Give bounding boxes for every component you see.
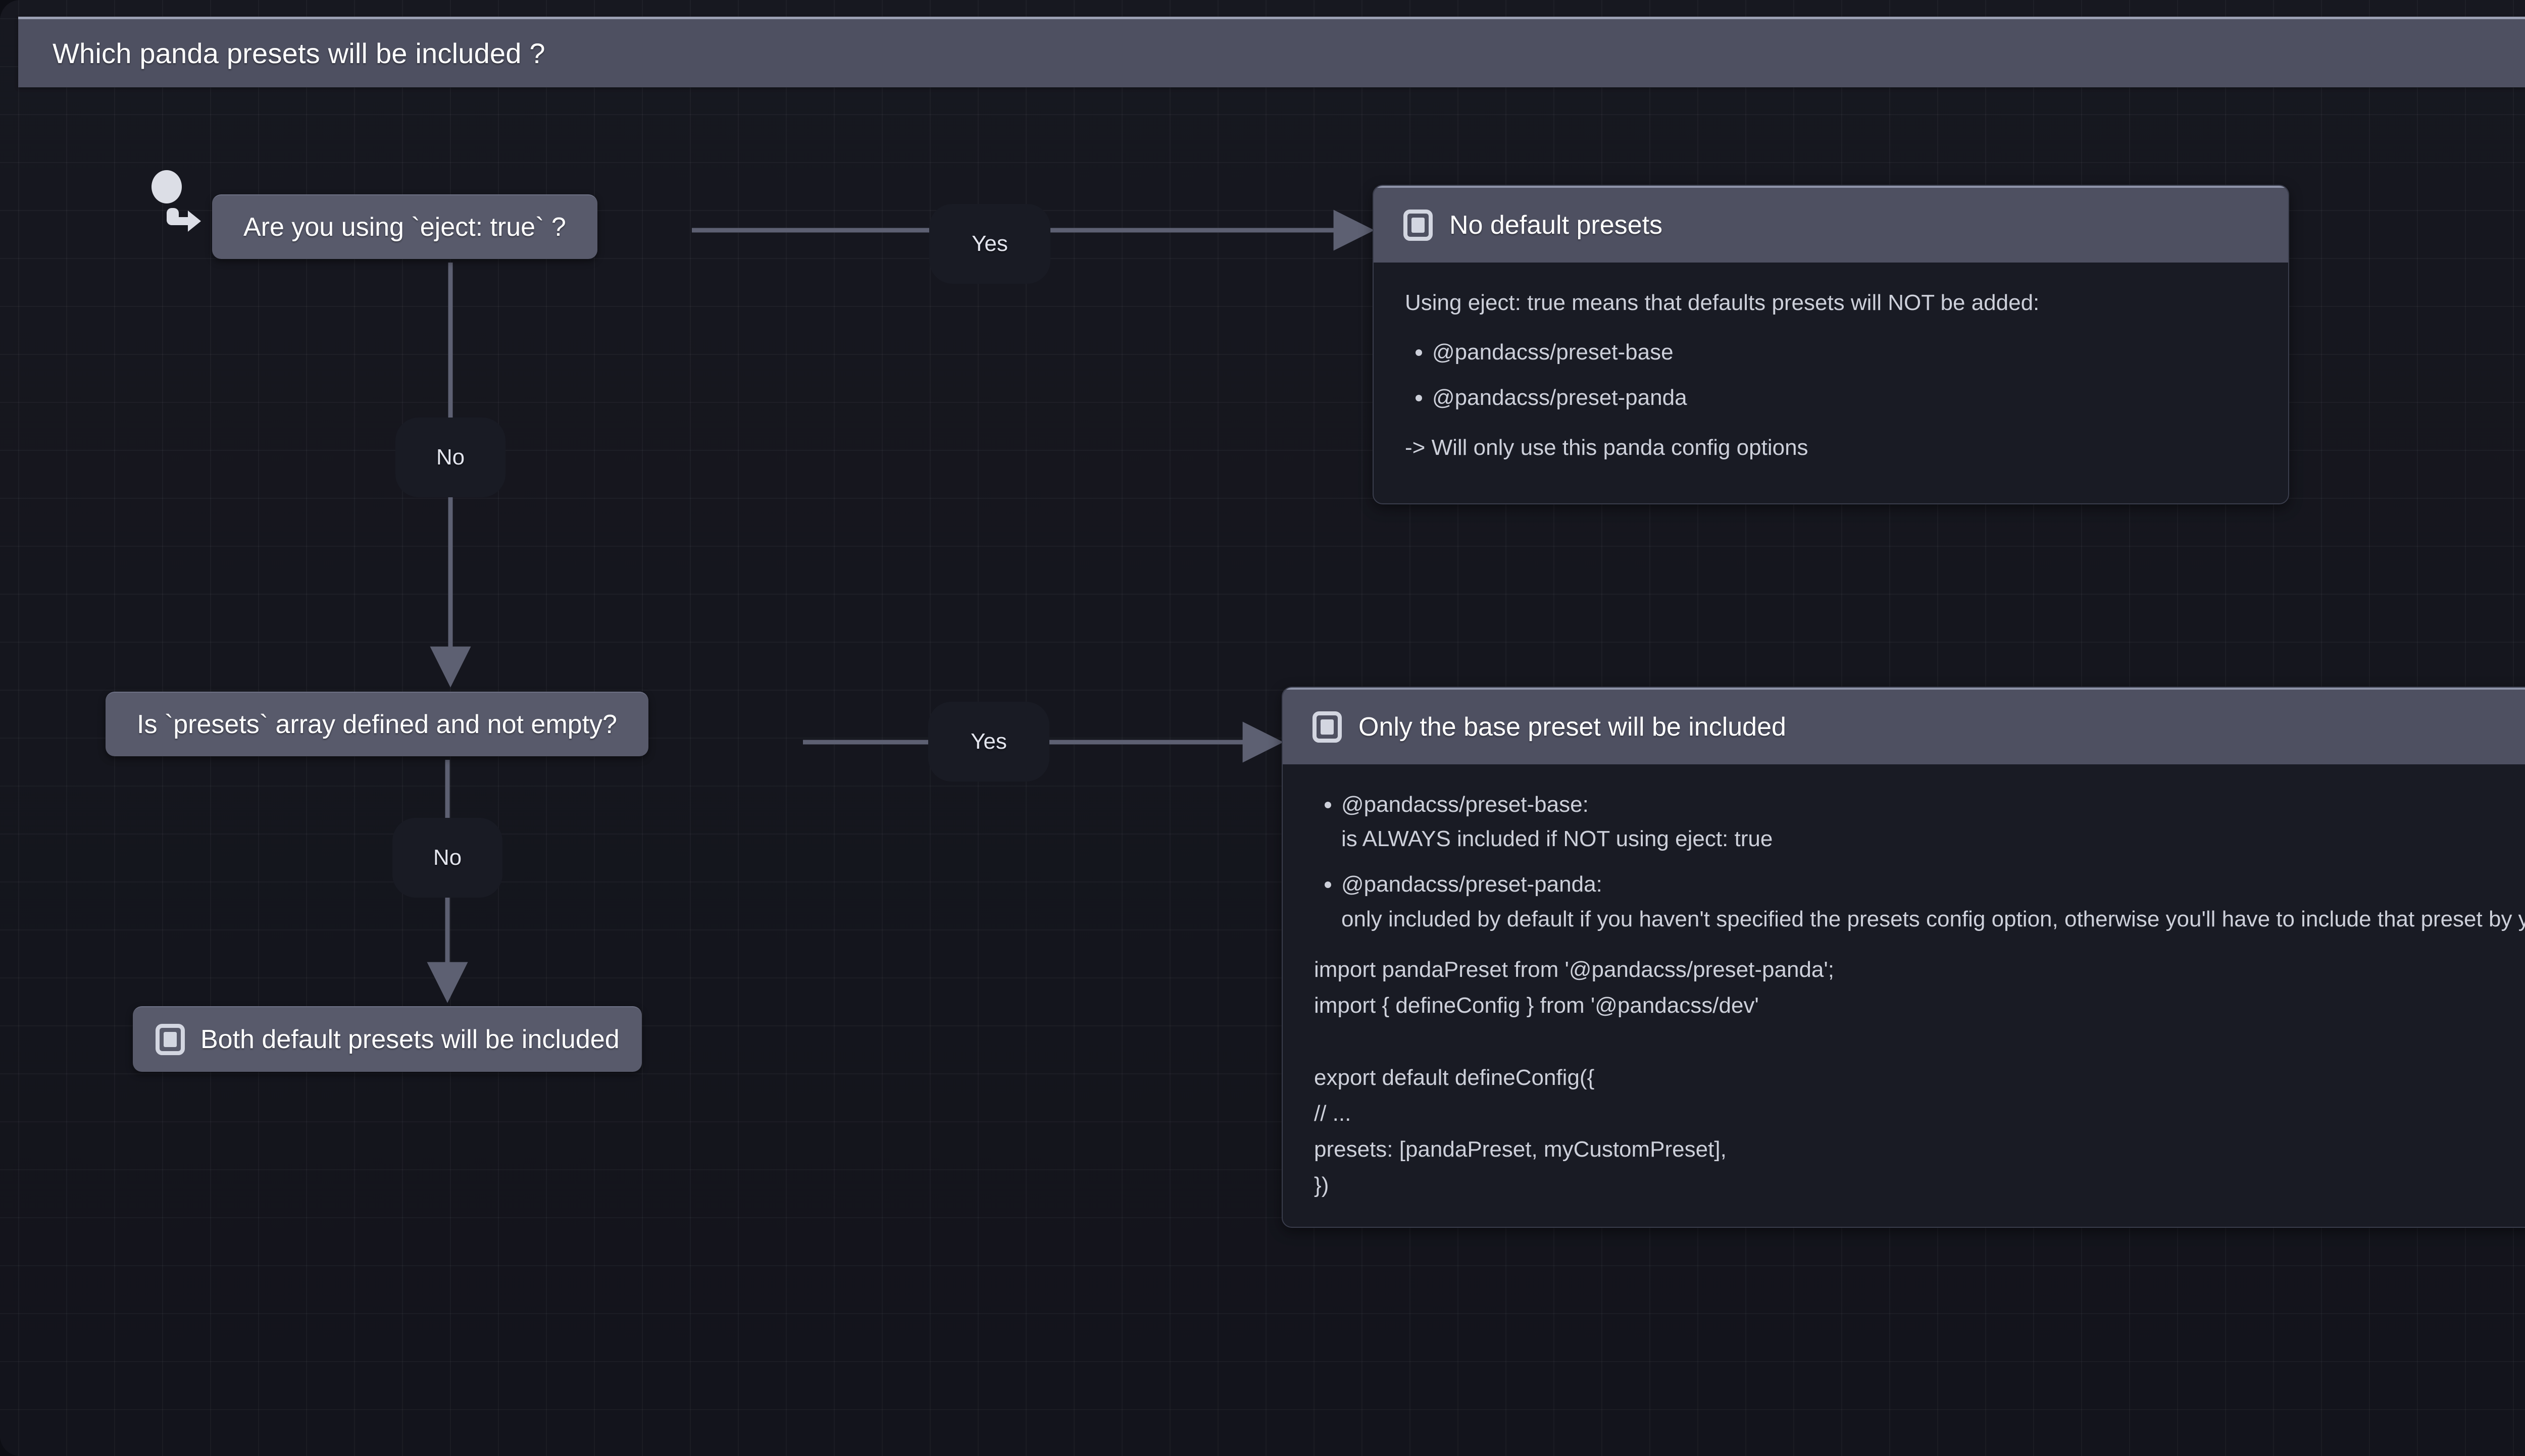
decision-node-presets[interactable]: Is `presets` array defined and not empty… (106, 692, 648, 756)
list-item-head: @pandacss/preset-panda: (1341, 872, 1602, 897)
node-label: Is `presets` array defined and not empty… (137, 710, 617, 739)
preset-list: @pandacss/preset-base @pandacss/preset-p… (1432, 335, 2257, 415)
panel-header: Only the base preset will be included (1283, 688, 2525, 764)
note-square-icon (156, 1024, 185, 1055)
result-node-both-presets[interactable]: Both default presets will be included (133, 1006, 642, 1072)
panel-base-preset-only[interactable]: Only the base preset will be included @p… (1282, 687, 2525, 1228)
edge-label-text: Yes (971, 729, 1007, 754)
list-item: @pandacss/preset-panda (1432, 381, 2257, 415)
panel-header: No default presets (1374, 186, 2288, 263)
panel-title: No default presets (1449, 211, 1663, 240)
panel-body: @pandacss/preset-base: is ALWAYS include… (1283, 764, 2525, 1227)
node-label: Both default presets will be included (200, 1025, 620, 1054)
note-square-icon (1403, 210, 1433, 241)
panel-body: Using eject: true means that defaults pr… (1374, 263, 2288, 503)
decision-node-eject[interactable]: Are you using `eject: true` ? (212, 194, 597, 259)
note-square-icon (1312, 711, 1342, 743)
edge-label-presets-no: No (392, 818, 502, 898)
list-item-head: @pandacss/preset-base: (1341, 792, 1589, 817)
list-item: @pandacss/preset-panda: only included by… (1341, 867, 2525, 936)
diagram-header-bar: Which panda presets will be included ? (18, 17, 2525, 87)
panel-intro-text: Using eject: true means that defaults pr… (1405, 290, 2040, 315)
edge-label-text: No (433, 845, 462, 870)
list-item-sub: only included by default if you haven't … (1341, 906, 2525, 931)
edge-label-eject-yes: Yes (929, 204, 1050, 284)
edge-label-text: Yes (972, 231, 1008, 256)
list-item: @pandacss/preset-base (1432, 335, 2257, 370)
node-label: Are you using `eject: true` ? (243, 213, 566, 242)
list-item: @pandacss/preset-base: is ALWAYS include… (1341, 788, 2525, 856)
preset-list: @pandacss/preset-base: is ALWAYS include… (1341, 788, 2525, 937)
edge-label-text: No (436, 445, 465, 470)
panel-outro-text: -> Will only use this panda config optio… (1405, 435, 1808, 460)
edge-label-eject-no: No (395, 418, 506, 497)
panel-title: Only the base preset will be included (1358, 712, 1786, 742)
page-title: Which panda presets will be included ? (53, 37, 545, 69)
edge-label-presets-yes: Yes (928, 702, 1049, 782)
list-item-sub: is ALWAYS included if NOT using eject: t… (1341, 826, 1773, 852)
panel-no-default-presets[interactable]: No default presets Using eject: true mea… (1373, 185, 2289, 504)
code-block: import pandaPreset from '@pandacss/prese… (1314, 957, 1835, 1198)
start-circle-arrow-icon (152, 170, 201, 232)
